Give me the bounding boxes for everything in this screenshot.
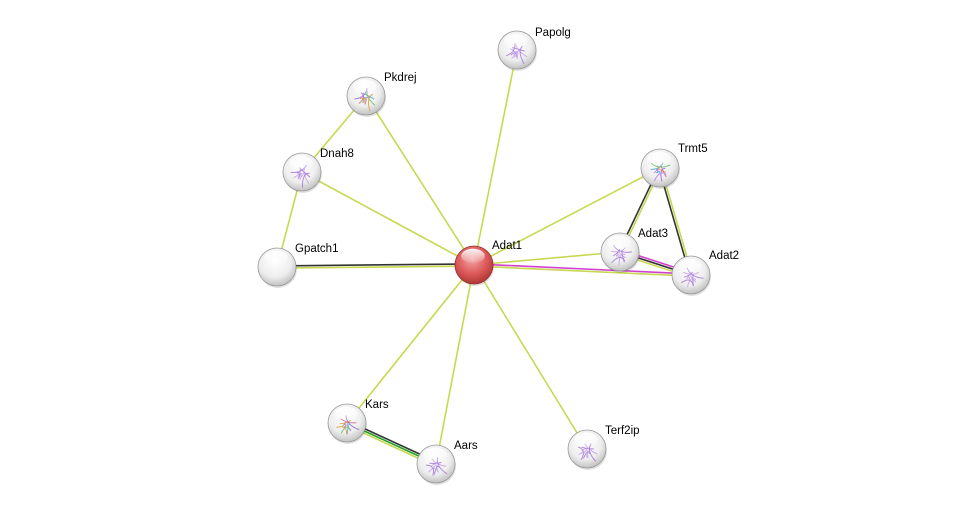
node-highlight <box>504 33 528 49</box>
edge-adat1-trmt5[interactable] <box>473 167 661 266</box>
edge-evidence-line <box>301 171 475 266</box>
node-label: Pkdrej <box>384 72 417 84</box>
node-label: Adat2 <box>709 250 739 262</box>
edge-adat1-dnah8[interactable] <box>301 171 475 266</box>
node-label: Terf2ip <box>605 425 640 437</box>
node-pkdrej[interactable]: Pkdrej <box>346 72 417 117</box>
node-highlight <box>607 235 631 251</box>
node-label: Adat1 <box>492 240 522 252</box>
node-highlight <box>423 447 447 463</box>
edge-adat1-adat2[interactable] <box>473 263 692 277</box>
edge-adat1-gpatch1[interactable] <box>276 263 475 269</box>
node-label: Papolg <box>535 27 571 39</box>
edge-evidence-line <box>473 49 518 266</box>
node-label: Gpatch1 <box>295 243 338 255</box>
edge-evidence-line <box>277 265 475 269</box>
edge-adat1-adat3[interactable] <box>473 251 621 266</box>
node-label: Dnah8 <box>320 148 354 160</box>
node-label: Kars <box>365 399 389 411</box>
node-adat2[interactable]: Adat2 <box>671 250 739 296</box>
edge-adat1-terf2ip[interactable] <box>473 264 588 450</box>
node-dnah8[interactable]: Dnah8 <box>282 148 354 193</box>
node-trmt5[interactable]: Trmt5 <box>640 143 708 189</box>
edge-evidence-line <box>365 95 475 266</box>
node-highlight <box>353 79 377 95</box>
edge-evidence-line <box>346 264 475 424</box>
node-highlight <box>461 248 485 264</box>
edge-evidence-line <box>435 264 475 465</box>
node-label: Trmt5 <box>678 143 708 155</box>
node-label: Adat3 <box>638 228 668 240</box>
edge-adat1-aars[interactable] <box>435 264 475 465</box>
node-highlight <box>334 406 358 422</box>
node-terf2ip[interactable]: Terf2ip <box>567 425 640 470</box>
node-highlight <box>264 250 288 266</box>
node-adat3[interactable]: Adat3 <box>600 228 668 273</box>
node-gpatch1[interactable]: Gpatch1 <box>257 243 338 288</box>
node-label: Aars <box>454 440 478 452</box>
edge-adat1-papolg[interactable] <box>473 49 518 266</box>
edge-evidence-line <box>473 251 621 266</box>
edge-evidence-line <box>276 263 474 267</box>
node-aars[interactable]: Aars <box>416 440 478 485</box>
node-papolg[interactable]: Papolg <box>497 27 571 71</box>
protein-structure-icon <box>577 443 598 462</box>
node-adat1[interactable]: Adat1 <box>454 240 522 286</box>
node-highlight <box>289 155 313 171</box>
edge-evidence-line <box>473 265 691 277</box>
node-kars[interactable]: Kars <box>327 399 389 444</box>
edge-evidence-line <box>473 264 588 450</box>
node-highlight <box>678 258 702 274</box>
edge-evidence-line <box>474 263 692 275</box>
node-highlight <box>647 151 671 167</box>
edge-evidence-line <box>473 167 661 266</box>
node-highlight <box>574 432 598 448</box>
edge-adat1-pkdrej[interactable] <box>365 95 475 266</box>
edge-adat1-kars[interactable] <box>346 264 475 424</box>
